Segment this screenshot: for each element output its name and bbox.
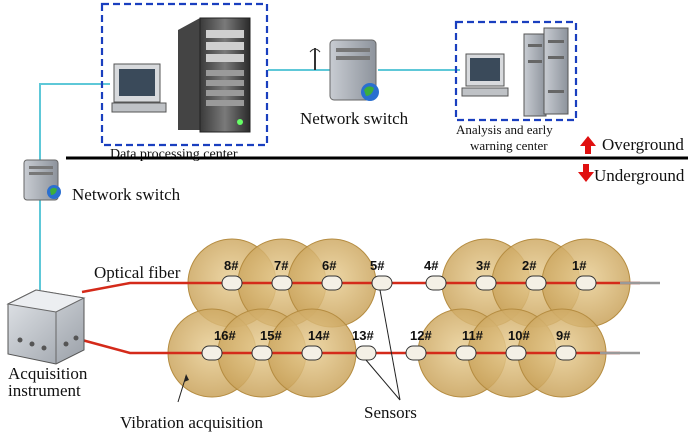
network-lines (39, 69, 460, 290)
acquisition-instrument-label-line2: instrument (8, 381, 81, 400)
overground-label: Overground (602, 135, 684, 154)
sensor-label: 13# (352, 328, 374, 343)
down-arrow-icon (578, 164, 594, 182)
acquisition-instrument-icon (6, 289, 86, 365)
sensor-label: 9# (556, 328, 571, 343)
sensor-row-top (221, 275, 597, 291)
sensor-label: 10# (508, 328, 530, 343)
analysis-computer-icon (461, 53, 509, 97)
analysis-center-label-line1: Analysis and early (456, 122, 553, 137)
server-cabinet-icon (523, 27, 569, 117)
analysis-center-label-line2: warning center (470, 138, 548, 153)
network-switch-top-icon (309, 39, 379, 101)
desktop-computer-icon (111, 63, 167, 113)
sensor-label: 16# (214, 328, 236, 343)
network-switch-left-icon (23, 159, 61, 201)
sensor-label: 15# (260, 328, 282, 343)
sensors-pointer-lines (365, 289, 401, 401)
data-processing-center-label: Data processing center (110, 147, 238, 162)
sensors-label: Sensors (364, 403, 417, 422)
sensor-row-bottom (201, 345, 577, 361)
vibration-acquisition-label: Vibration acquisition (120, 413, 263, 432)
sensor-label: 3# (476, 258, 491, 273)
sensor-label: 8# (224, 258, 239, 273)
sensor-label: 14# (308, 328, 330, 343)
data-processing-center-box (100, 2, 269, 147)
sensor-label: 6# (322, 258, 337, 273)
network-switch-left-label: Network switch (72, 185, 181, 204)
analysis-center-box (454, 20, 578, 122)
sensor-label: 5# (370, 258, 385, 273)
optical-fiber-label: Optical fiber (94, 263, 181, 282)
sensor-label: 2# (522, 258, 537, 273)
sensor-label: 7# (274, 258, 289, 273)
sensor-label: 1# (572, 258, 587, 273)
sensor-label: 4# (424, 258, 439, 273)
server-tower-icon (178, 17, 251, 133)
sensor-label: 12# (410, 328, 432, 343)
network-switch-top-label: Network switch (300, 109, 409, 128)
sensor-label: 11# (462, 328, 484, 343)
up-arrow-icon (580, 136, 596, 154)
acquisition-instrument-label-line1: Acquisition (8, 364, 88, 383)
underground-label: Underground (594, 166, 685, 185)
